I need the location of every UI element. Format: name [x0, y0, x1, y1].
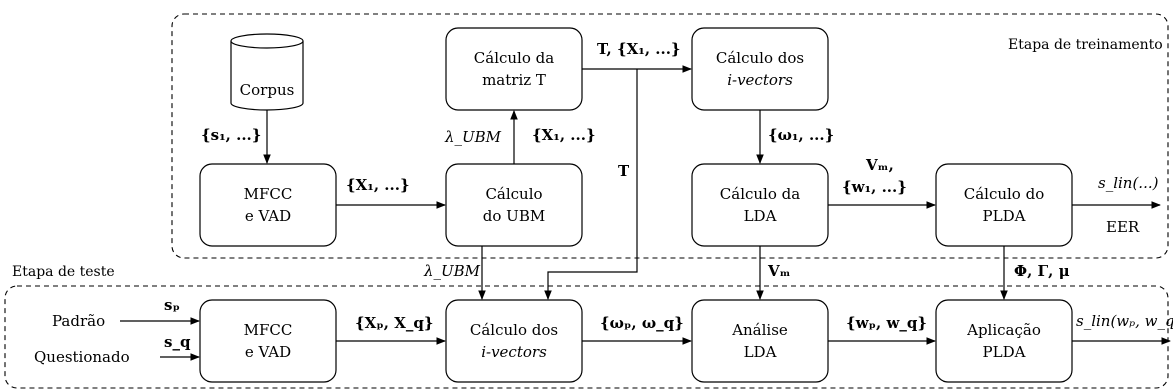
- label-xp-xq: {Xₚ, X_q}: [355, 314, 434, 332]
- training-section-title: Etapa de treinamento: [1008, 37, 1163, 53]
- label-t-down: T: [618, 162, 630, 180]
- label-lambda-up: λ_UBM: [445, 128, 502, 146]
- label-t-x1: T, {X₁, ...}: [597, 40, 681, 58]
- label-x1-up: {X₁, ...}: [532, 126, 596, 144]
- label-sq: s_q: [164, 333, 191, 351]
- label-slin-dots: s_lin(...): [1098, 174, 1159, 192]
- input-questionado: Questionado: [34, 348, 130, 366]
- label-phi-gamma-mu: Φ, Γ, μ: [1014, 262, 1070, 280]
- label-omega1: {ω₁, ...}: [768, 126, 835, 144]
- label-x1-mfcc-ubm: {X₁, ...}: [346, 176, 410, 194]
- arrow-t-to-ivectors-test: [544, 69, 638, 300]
- label-omega-pq: {ωₚ, ω_q}: [600, 314, 684, 332]
- label-w-pq: {wₚ, w_q}: [846, 314, 928, 332]
- training-section-outline: [171, 13, 1169, 259]
- label-s1: {s₁, ...}: [201, 126, 262, 144]
- label-vm-w1-b: {w₁, ...}: [842, 178, 907, 196]
- label-slin-wpq: s_lin(wₚ, w_q): [1076, 312, 1173, 330]
- corpus-label: Corpus: [239, 81, 295, 99]
- label-vm-w1-a: Vₘ,: [866, 156, 894, 174]
- test-section-title: Etapa de teste: [12, 264, 115, 280]
- label-sp: sₚ: [164, 296, 180, 314]
- input-padrao: Padrão: [52, 312, 106, 330]
- label-eer: EER: [1106, 218, 1140, 236]
- label-lambda-down: λ_UBM: [424, 262, 481, 280]
- corpus-database-icon: [230, 33, 304, 111]
- test-section-outline: [4, 285, 1169, 389]
- label-vm-down: Vₘ: [768, 262, 791, 280]
